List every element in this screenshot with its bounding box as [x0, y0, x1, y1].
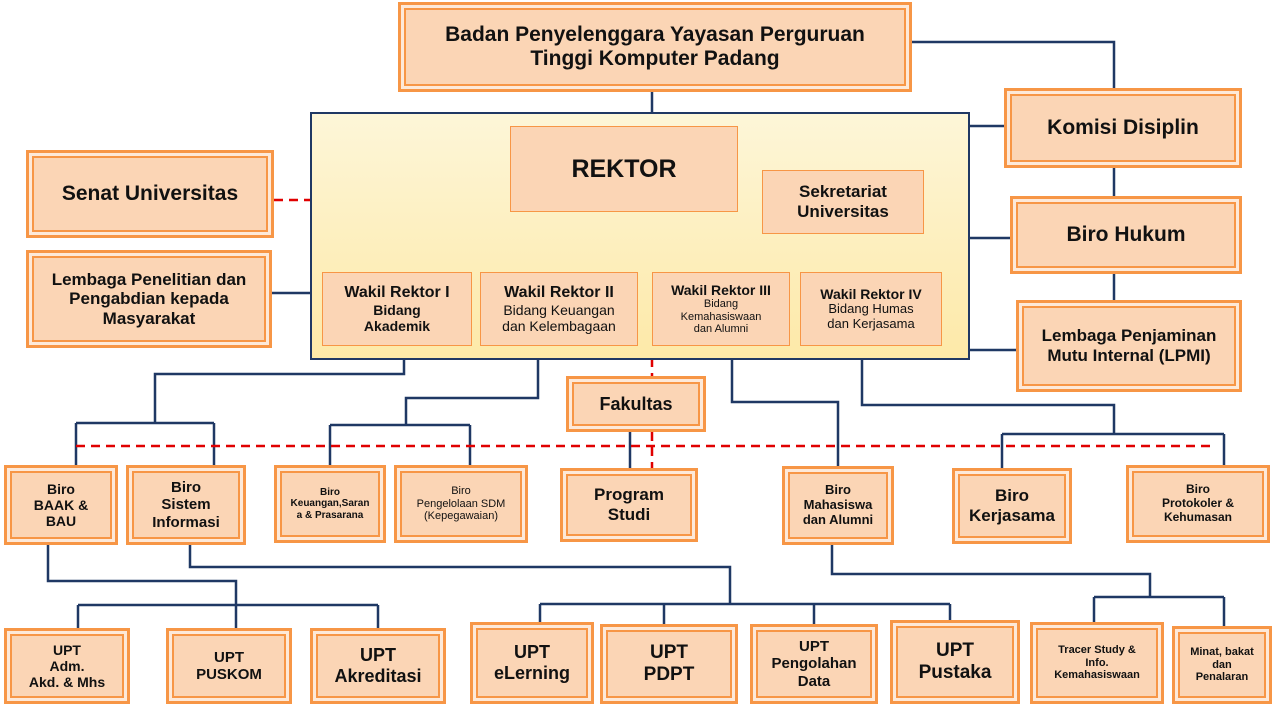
senat-box: Senat Universitas	[26, 150, 274, 238]
wakil-rektor-4-title: Wakil Rektor IV	[820, 286, 922, 303]
wakil-rektor-2-title: Wakil Rektor II	[504, 283, 614, 301]
foundation-box: Badan Penyelenggara Yayasan Perguruan Ti…	[398, 2, 912, 92]
program-studi-box: Program Studi	[560, 468, 698, 542]
upt-pustaka-label: UPT Pustaka	[918, 640, 992, 683]
biro-baak-box: Biro BAAK & BAU	[4, 465, 118, 545]
fakultas-label: Fakultas	[599, 393, 673, 414]
wakil-rektor-4-sub: Bidang Humas dan Kerjasama	[827, 301, 915, 332]
foundation-label: Badan Penyelenggara Yayasan Perguruan Ti…	[445, 22, 865, 70]
lpmi-box: Lembaga Penjaminan Mutu Internal (LPMI)	[1016, 300, 1242, 392]
biro-sistem-informasi-label: Biro Sistem Informasi	[152, 479, 220, 531]
wakil-rektor-3-sub: Bidang Kemahasiswaan dan Alumni	[680, 298, 762, 336]
upt-pustaka-box: UPT Pustaka	[890, 620, 1020, 704]
upt-puskom-label: UPT PUSKOM	[196, 648, 262, 683]
minat-bakat-label: Minat, bakat dan Penalaran	[1190, 646, 1254, 684]
rektor-label: REKTOR	[571, 154, 677, 183]
biro-hukum-box: Biro Hukum	[1010, 196, 1242, 274]
wakil-rektor-4-box: Wakil Rektor IV Bidang Humas dan Kerjasa…	[800, 272, 942, 346]
upt-adm-label: UPT Adm. Akd. & Mhs	[28, 641, 106, 691]
biro-sdm-label: Biro Pengelolaan SDM (Kepegawaian)	[416, 485, 506, 523]
minat-bakat-box: Minat, bakat dan Penalaran	[1172, 626, 1272, 704]
wakil-rektor-3-title: Wakil Rektor III	[671, 281, 771, 298]
upt-elearning-label: UPT eLerning	[493, 642, 570, 683]
upt-adm-box: UPT Adm. Akd. & Mhs	[4, 628, 130, 704]
wakil-rektor-1-box: Wakil Rektor I Bidang Akademik	[322, 272, 472, 346]
upt-puskom-box: UPT PUSKOM	[166, 628, 292, 704]
komisi-disiplin-box: Komisi Disiplin	[1004, 88, 1242, 168]
upt-pdpt-box: UPT PDPT	[600, 624, 738, 704]
biro-baak-label: Biro BAAK & BAU	[33, 480, 89, 530]
biro-sdm-box: Biro Pengelolaan SDM (Kepegawaian)	[394, 465, 528, 543]
biro-keuangan-label: Biro Keuangan,Saran a & Prasarana	[290, 486, 370, 521]
biro-mahasiswa-box: Biro Mahasiswa dan Alumni	[782, 466, 894, 545]
wakil-rektor-3-box: Wakil Rektor III Bidang Kemahasiswaan da…	[652, 272, 790, 346]
fakultas-box: Fakultas	[566, 376, 706, 432]
biro-sistem-informasi-box: Biro Sistem Informasi	[126, 465, 246, 545]
wakil-rektor-2-box: Wakil Rektor II Bidang Keuangan dan Kele…	[480, 272, 638, 346]
wakil-rektor-2-sub: Bidang Keuangan dan Kelembagaan	[502, 302, 616, 335]
biro-keuangan-box: Biro Keuangan,Saran a & Prasarana	[274, 465, 386, 543]
senat-label: Senat Universitas	[61, 181, 239, 205]
program-studi-label: Program Studi	[594, 485, 664, 524]
biro-hukum-label: Biro Hukum	[1066, 222, 1186, 246]
upt-pengolahan-box: UPT Pengolahan Data	[750, 624, 878, 704]
wakil-rektor-1-title: Wakil Rektor I	[344, 283, 450, 301]
upt-elearning-box: UPT eLerning	[470, 622, 594, 704]
tracer-study-box: Tracer Study & Info. Kemahasiswaan	[1030, 622, 1164, 704]
upt-akreditasi-box: UPT Akreditasi	[310, 628, 446, 704]
biro-kerjasama-box: Biro Kerjasama	[952, 468, 1072, 544]
biro-kerjasama-label: Biro Kerjasama	[968, 486, 1055, 525]
biro-protokoler-box: Biro Protokoler & Kehumasan	[1126, 465, 1270, 543]
upt-pengolahan-label: UPT Pengolahan Data	[771, 638, 857, 690]
upt-pdpt-label: UPT PDPT	[643, 642, 695, 685]
rektor-box: REKTOR	[510, 126, 738, 212]
lpmi-label: Lembaga Penjaminan Mutu Internal (LPMI)	[1041, 326, 1217, 365]
komisi-disiplin-label: Komisi Disiplin	[1047, 115, 1199, 139]
biro-mahasiswa-label: Biro Mahasiswa dan Alumni	[802, 482, 874, 527]
upt-akreditasi-label: UPT Akreditasi	[334, 645, 422, 686]
lembaga-penelitian-label: Lembaga Penelitian dan Pengabdian kepada…	[51, 269, 247, 328]
lembaga-penelitian-box: Lembaga Penelitian dan Pengabdian kepada…	[26, 250, 272, 348]
biro-protokoler-label: Biro Protokoler & Kehumasan	[1161, 482, 1234, 524]
wakil-rektor-1-sub: Bidang Akademik	[363, 302, 431, 335]
sekretariat-label: Sekretariat Universitas	[797, 182, 889, 221]
tracer-study-label: Tracer Study & Info. Kemahasiswaan	[1054, 644, 1140, 682]
sekretariat-box: Sekretariat Universitas	[762, 170, 924, 234]
